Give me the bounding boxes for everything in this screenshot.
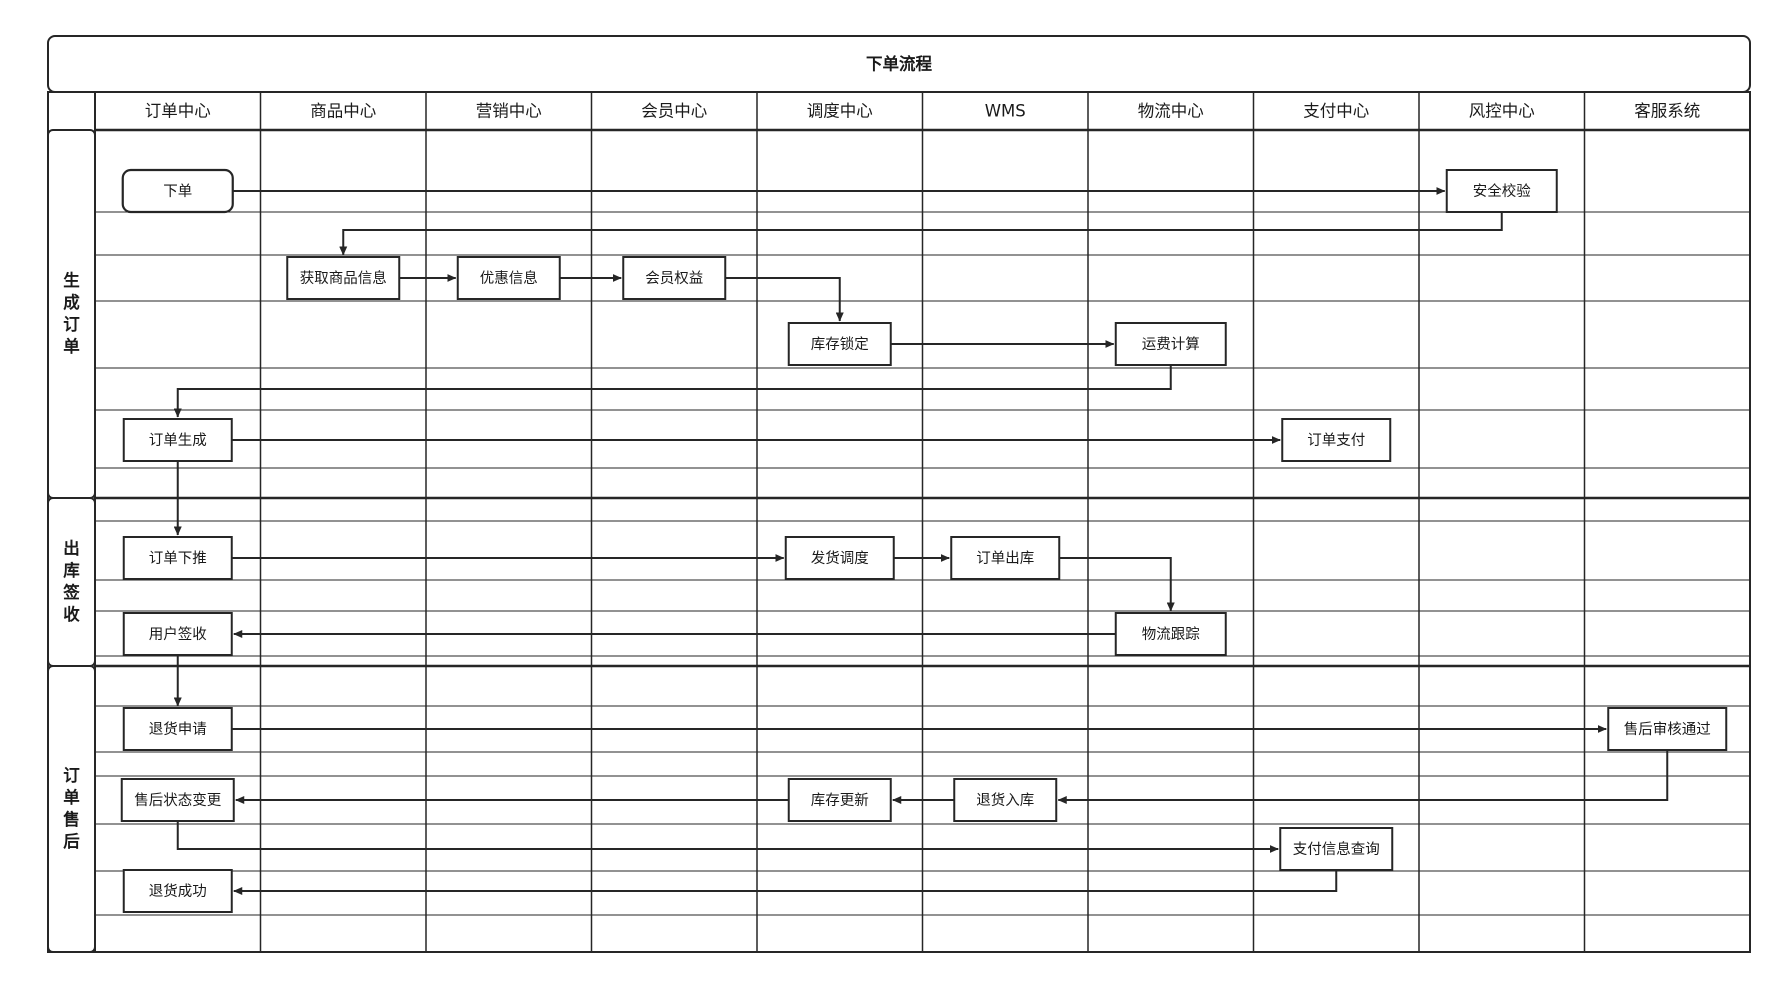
column-header-dispatch-center: 调度中心: [807, 102, 873, 121]
node-return-success[interactable]: [122, 869, 233, 913]
lane-label-box-after-sales: [47, 665, 96, 953]
flow-edge-payment-query__return-success: [233, 870, 1338, 895]
node-stock-update[interactable]: [787, 778, 892, 822]
node-label-order-created: 订单生成: [149, 432, 207, 449]
column-header-product-center: 商品中心: [310, 102, 376, 121]
flow-edge-after-sale-status__payment-query: [176, 821, 1279, 853]
flow-edge-order-outbound__logistics-tracking: [1059, 557, 1175, 612]
node-return-inbound[interactable]: [953, 778, 1058, 822]
column-header-wms: WMS: [985, 102, 1026, 121]
lane-label-create-order: 生成订单: [63, 270, 80, 356]
node-order-created[interactable]: [122, 418, 233, 462]
node-label-freight-calc: 运费计算: [1142, 336, 1200, 353]
node-member-benefit[interactable]: [622, 256, 727, 300]
flow-edge-freight-calc__order-created: [173, 365, 1172, 418]
node-label-order-payment: 订单支付: [1307, 432, 1365, 449]
node-payment-query[interactable]: [1279, 827, 1394, 871]
column-header-payment-center: 支付中心: [1303, 102, 1369, 121]
node-after-sale-status[interactable]: [120, 778, 235, 822]
column-header-logistics-center: 物流中心: [1138, 102, 1204, 121]
node-label-place-order: 下单: [163, 183, 192, 200]
node-label-return-success: 退货成功: [149, 883, 207, 900]
node-return-apply[interactable]: [122, 707, 233, 751]
node-order-payment[interactable]: [1281, 418, 1392, 462]
column-header-order-center: 订单中心: [145, 102, 211, 121]
diagram-body-frame: [47, 91, 1751, 953]
node-after-sale-approved[interactable]: [1607, 707, 1728, 751]
node-label-member-benefit: 会员权益: [645, 270, 703, 287]
node-label-return-apply: 退货申请: [149, 721, 207, 738]
diagram-title: 下单流程: [866, 54, 933, 74]
node-label-get-product-info: 获取商品信息: [300, 270, 387, 287]
node-order-pushdown[interactable]: [122, 536, 233, 580]
node-label-order-pushdown: 订单下推: [149, 550, 207, 567]
node-label-stock-update: 库存更新: [811, 792, 869, 809]
node-logistics-tracking[interactable]: [1114, 612, 1227, 656]
column-header-marketing-center: 营销中心: [476, 102, 542, 121]
node-place-order[interactable]: [121, 168, 234, 214]
flow-edge-member-benefit__stock-lock: [725, 277, 844, 322]
node-label-order-outbound: 订单出库: [976, 550, 1034, 567]
node-get-product-info[interactable]: [286, 256, 401, 300]
lane-label-ship-receive: 出库签收: [62, 538, 80, 624]
node-label-promo-info: 优惠信息: [480, 270, 538, 287]
node-label-return-inbound: 退货入库: [976, 792, 1034, 809]
frame-layer: [47, 35, 1751, 953]
column-header-risk-center: 风控中心: [1469, 102, 1535, 121]
flow-edge-after-sale-approved__return-inbound: [1057, 750, 1669, 804]
column-header-customer-service: 客服系统: [1634, 102, 1700, 121]
node-stock-lock[interactable]: [787, 322, 892, 366]
edge-layer: [173, 187, 1669, 895]
lane-label-after-sales: 订单售后: [63, 766, 80, 851]
node-label-after-sale-approved: 售后审核通过: [1624, 721, 1711, 738]
node-user-signed[interactable]: [122, 612, 233, 656]
node-label-after-sale-status: 售后状态变更: [134, 792, 221, 809]
node-freight-calc[interactable]: [1114, 322, 1227, 366]
column-header-member-center: 会员中心: [641, 102, 707, 121]
node-label-stock-lock: 库存锁定: [811, 336, 869, 353]
node-layer: [120, 168, 1728, 913]
node-label-user-signed: 用户签收: [149, 626, 207, 643]
grid-layer: [95, 92, 1750, 952]
node-promo-info[interactable]: [456, 256, 561, 300]
node-label-payment-query: 支付信息查询: [1293, 841, 1380, 858]
node-order-outbound[interactable]: [950, 536, 1061, 580]
node-label-security-check: 安全校验: [1473, 182, 1531, 200]
node-label-logistics-tracking: 物流跟踪: [1142, 626, 1200, 643]
node-ship-dispatch[interactable]: [784, 536, 895, 580]
node-label-ship-dispatch: 发货调度: [811, 550, 869, 567]
node-security-check[interactable]: [1445, 169, 1558, 213]
flow-edge-security-check__get-product-info: [339, 212, 1503, 256]
